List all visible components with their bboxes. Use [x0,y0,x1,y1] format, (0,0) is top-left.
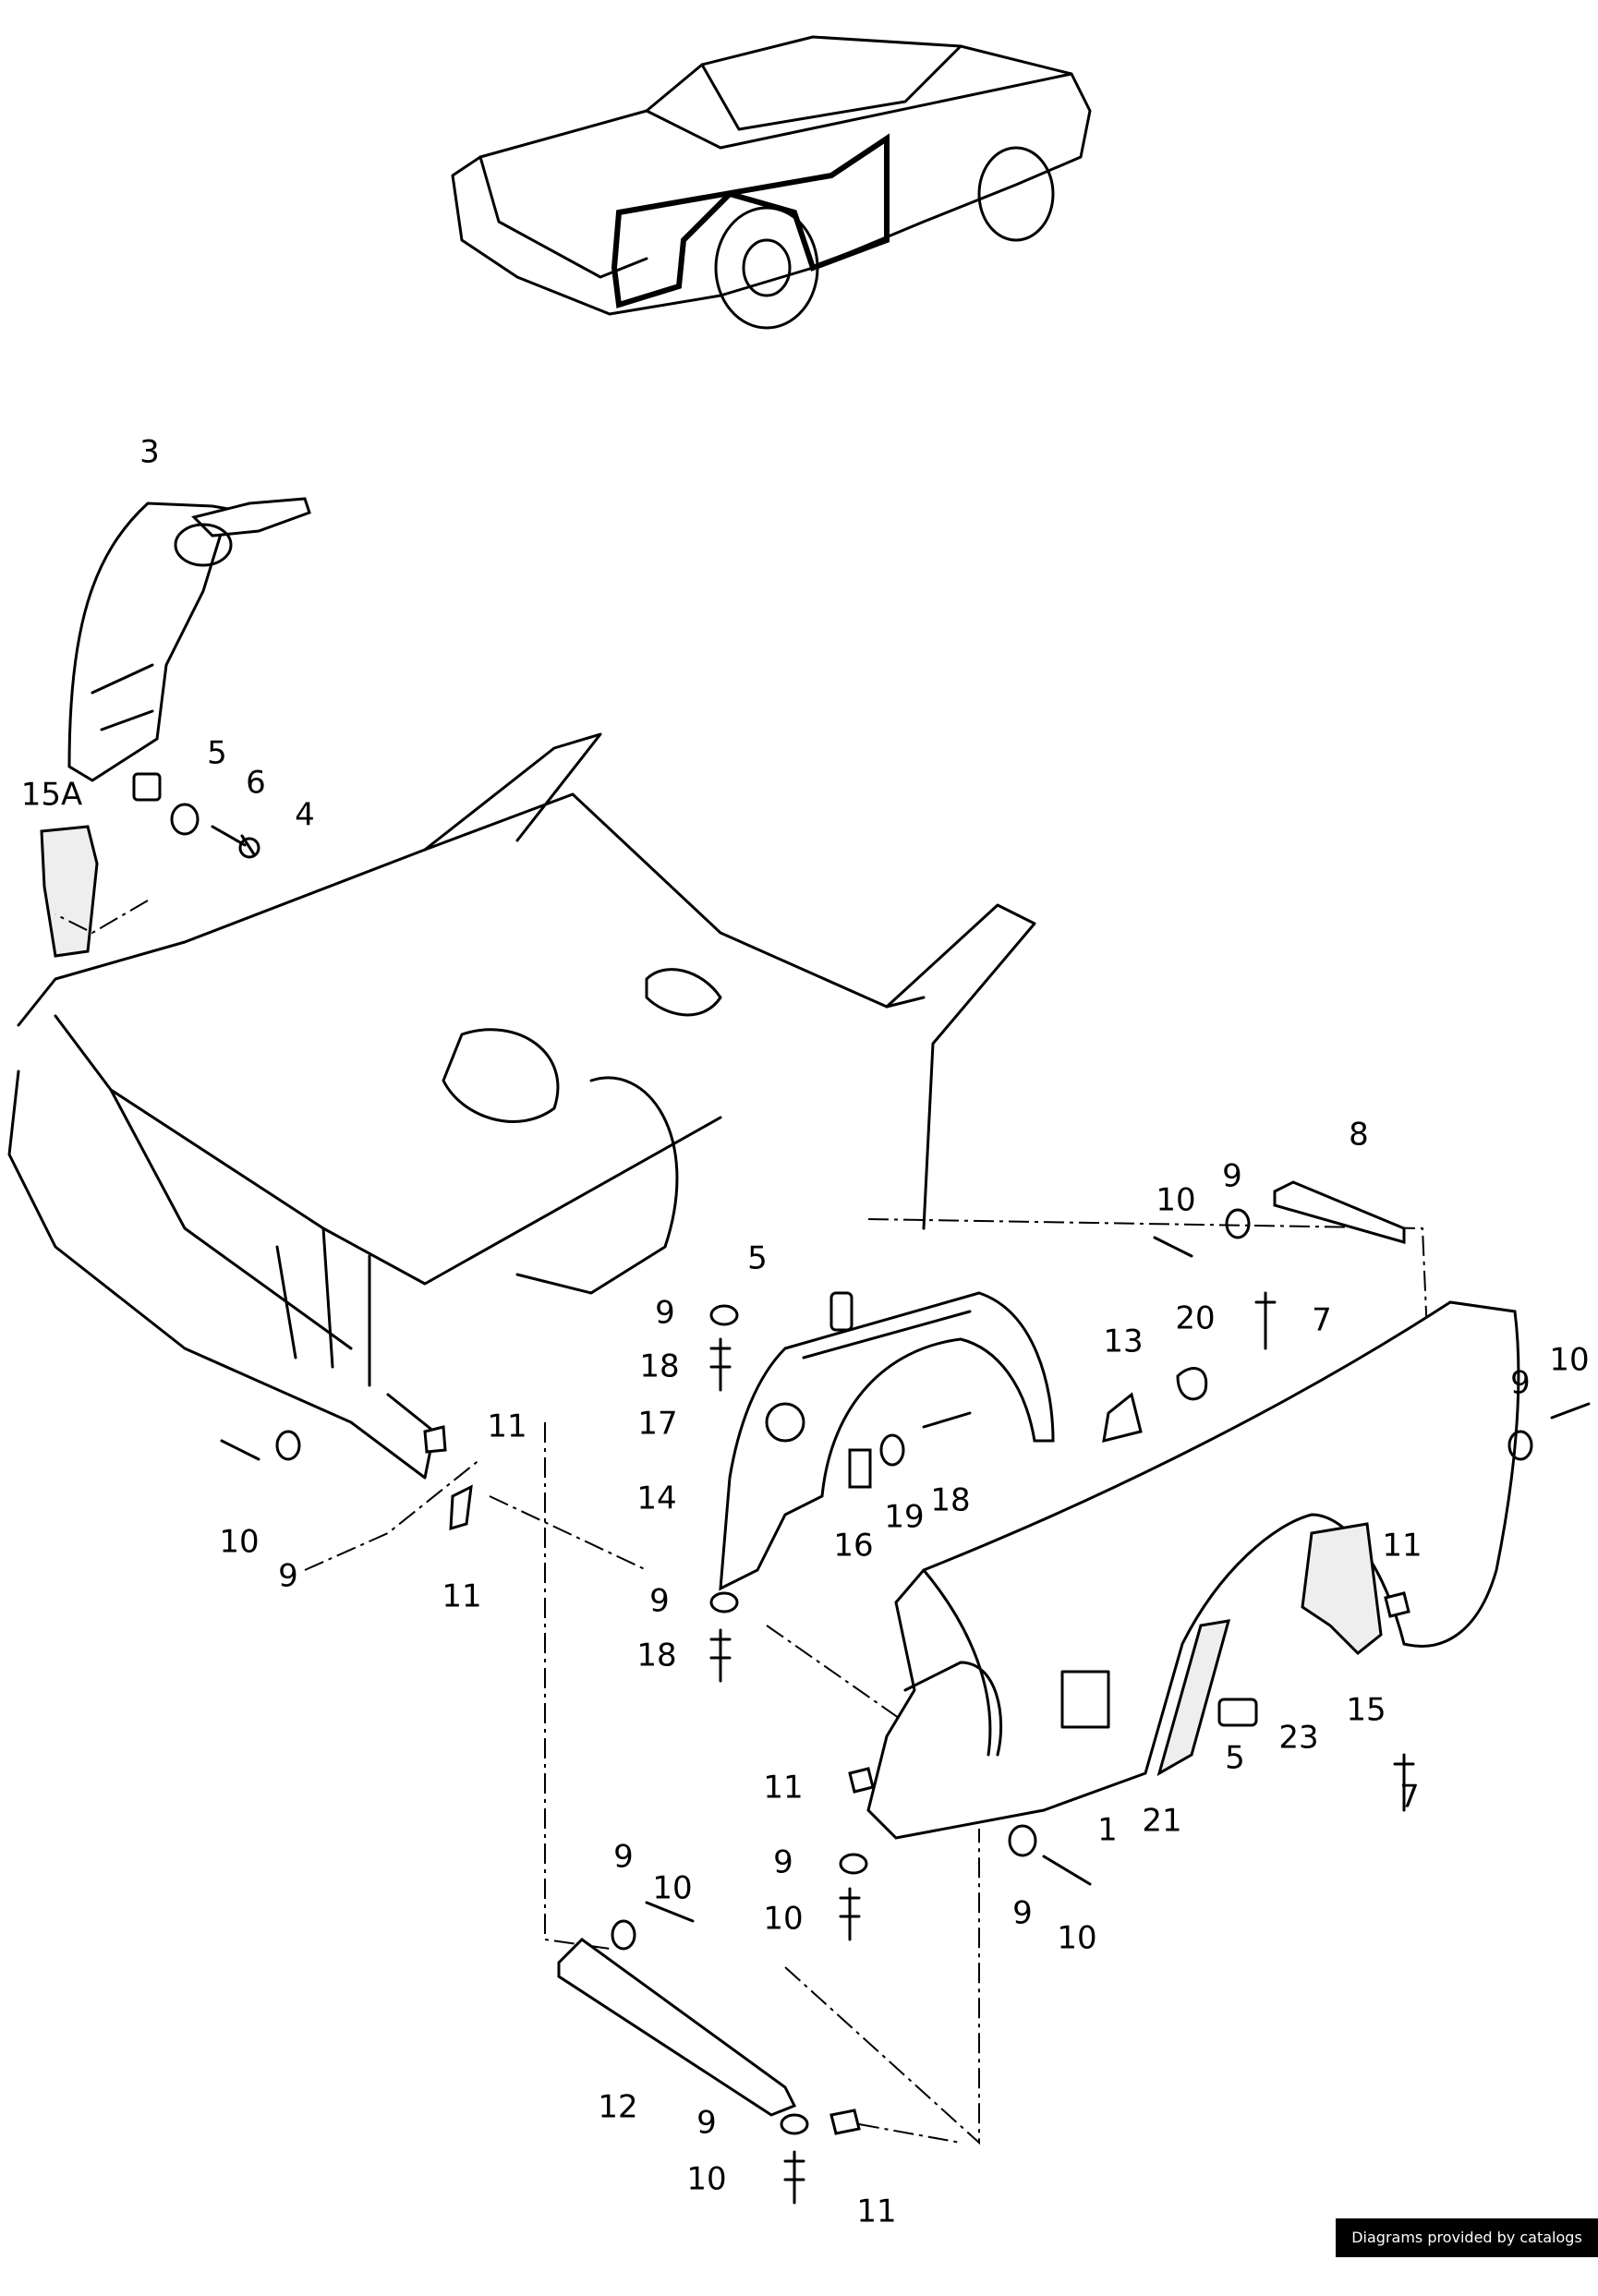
callout-12: 12 [598,2089,637,2126]
callout-1: 1 [1097,1812,1118,1849]
callout-11: 11 [442,1578,481,1615]
callout-10: 10 [219,1524,259,1561]
callout-5: 5 [1225,1740,1245,1777]
callout-3: 3 [139,434,160,471]
small-fasteners-top-left [132,772,260,859]
part-14-wheel-housing-liner [719,1291,1055,1591]
callout-labels: 3 5 6 4 15A 8 10 9 5 9 18 13 20 7 10 9 1… [21,434,1590,2230]
callout-9: 9 [1222,1158,1242,1195]
part-15-foam-block [1301,1522,1383,1656]
callout-9: 9 [773,1844,793,1881]
part-1-front-fender [866,1300,1520,1840]
callout-9: 9 [655,1295,675,1332]
callout-7: 7 [1312,1302,1332,1339]
callout-9: 9 [649,1583,670,1620]
callout-19: 19 [884,1499,924,1536]
callout-5: 5 [207,735,227,772]
callout-4: 4 [295,797,315,834]
callout-15: 15 [1346,1692,1386,1729]
callout-9: 9 [613,1839,634,1876]
reference-car-illustration [451,35,1092,330]
callout-9: 9 [696,2105,717,2142]
callout-10: 10 [763,1901,803,1938]
callout-18: 18 [636,1637,676,1674]
callout-17: 17 [637,1406,677,1443]
callout-10: 10 [686,2161,726,2198]
callout-11: 11 [856,2193,896,2230]
callout-18: 18 [930,1482,970,1519]
callout-11: 11 [763,1770,803,1807]
part-12-lower-trim [557,1938,797,2117]
callout-11: 11 [1382,1528,1422,1565]
callout-9: 9 [278,1558,298,1595]
part-15a-foam-block [40,825,99,958]
callout-18: 18 [639,1348,679,1385]
car-body-shell [7,732,1036,1480]
part-3-wheel-housing-liner [67,497,311,782]
callout-8: 8 [1349,1117,1369,1154]
callout-15a: 15A [21,777,83,814]
callout-7: 7 [1399,1779,1420,1816]
part-21-seal-strip [1156,1619,1231,1777]
callout-6: 6 [246,765,266,802]
part-8-bracket [1273,1180,1406,1244]
assembly-guide-lines [54,900,1433,2145]
callout-11: 11 [487,1408,527,1445]
callout-5: 5 [747,1240,768,1277]
callout-10: 10 [652,1870,692,1907]
callout-20: 20 [1175,1300,1215,1337]
callout-23: 23 [1278,1720,1318,1757]
callout-14: 14 [636,1480,676,1517]
callout-10: 10 [1057,1920,1096,1957]
callout-9: 9 [1510,1365,1531,1402]
callout-16: 16 [833,1528,873,1565]
callout-9: 9 [1012,1895,1033,1932]
diagram-credit: Diagrams provided by catalogs parts [1336,2218,1598,2285]
callout-21: 21 [1142,1803,1181,1840]
callout-10: 10 [1549,1342,1589,1379]
callout-13: 13 [1103,1323,1143,1360]
fasteners [220,1208,1591,2205]
callout-10: 10 [1156,1182,1195,1219]
